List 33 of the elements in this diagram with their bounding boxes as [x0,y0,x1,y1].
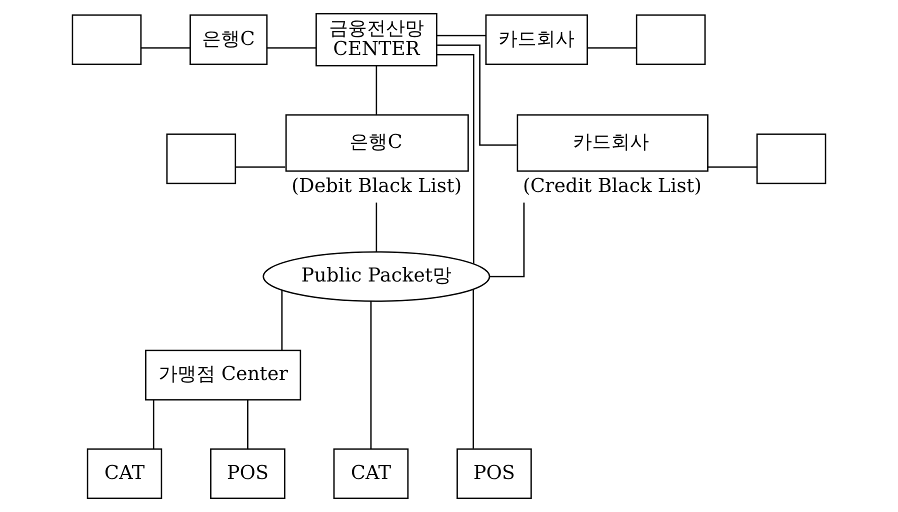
node-label: (Credit Black List) [522,174,702,197]
node-box [636,14,706,65]
connector [236,166,286,168]
connector [437,34,486,36]
node-box: 금융전산망 CENTER [316,12,438,66]
connector [437,44,517,146]
connector [267,47,316,49]
connector [707,166,757,168]
connector [490,202,525,278]
node-box: CAT [86,448,162,500]
connector [247,400,248,448]
connector [587,47,636,49]
node-label: (Debit Black List) [292,174,462,197]
connector [141,47,190,49]
node-box: POS [456,448,532,500]
node-box [166,133,236,184]
connector [376,66,378,114]
node-box: 카드회사 [516,114,708,172]
node-box: POS [210,448,286,500]
node-box [756,133,826,184]
node-ellipse: Public Packet망 [262,251,490,302]
connector [152,400,154,448]
node-box: 은행C [190,14,268,65]
connector [376,202,378,252]
node-box: 은행C [285,114,469,172]
connector [370,302,372,449]
connector [472,289,474,448]
node-box: CAT [333,448,409,500]
node-box [72,14,142,65]
connector [281,290,283,350]
connector [436,54,474,264]
node-box: 카드회사 [485,14,588,65]
node-box: 가맹점 Center [145,350,302,400]
